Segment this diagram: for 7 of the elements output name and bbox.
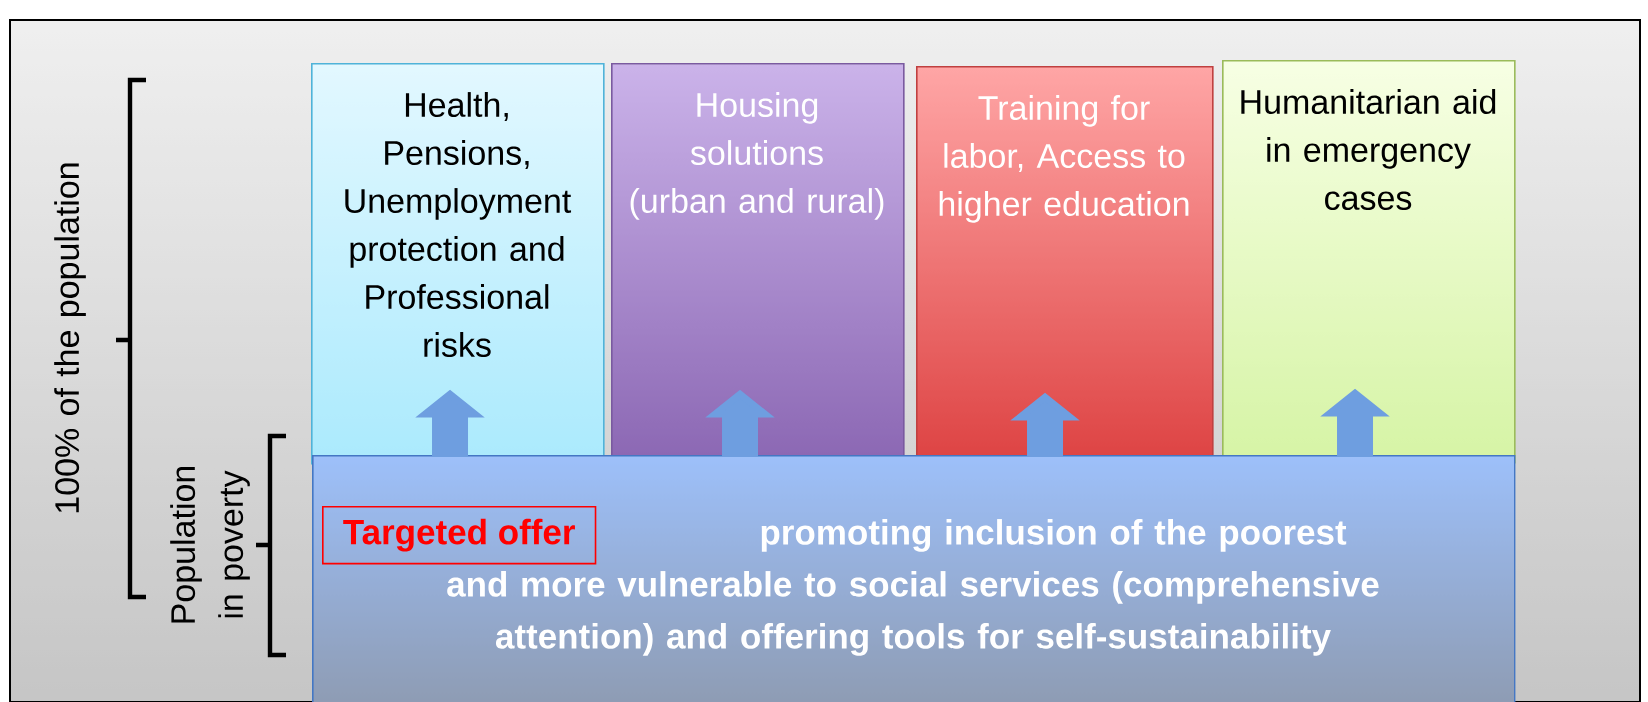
highlight-box: Targeted offer [322, 506, 597, 565]
column-box: Training for labor, Access to higher education [916, 66, 1214, 468]
side-label: 100% of the population [54, 163, 86, 513]
column-box: Health, Pensions, Unemployment protection and Professional risks [311, 63, 605, 465]
side-label: Population in poverty [170, 466, 250, 623]
column-box: Housing solutions (urban and rural) [611, 63, 905, 465]
column-box: Humanitarian aid in emergency cases [1222, 60, 1516, 464]
